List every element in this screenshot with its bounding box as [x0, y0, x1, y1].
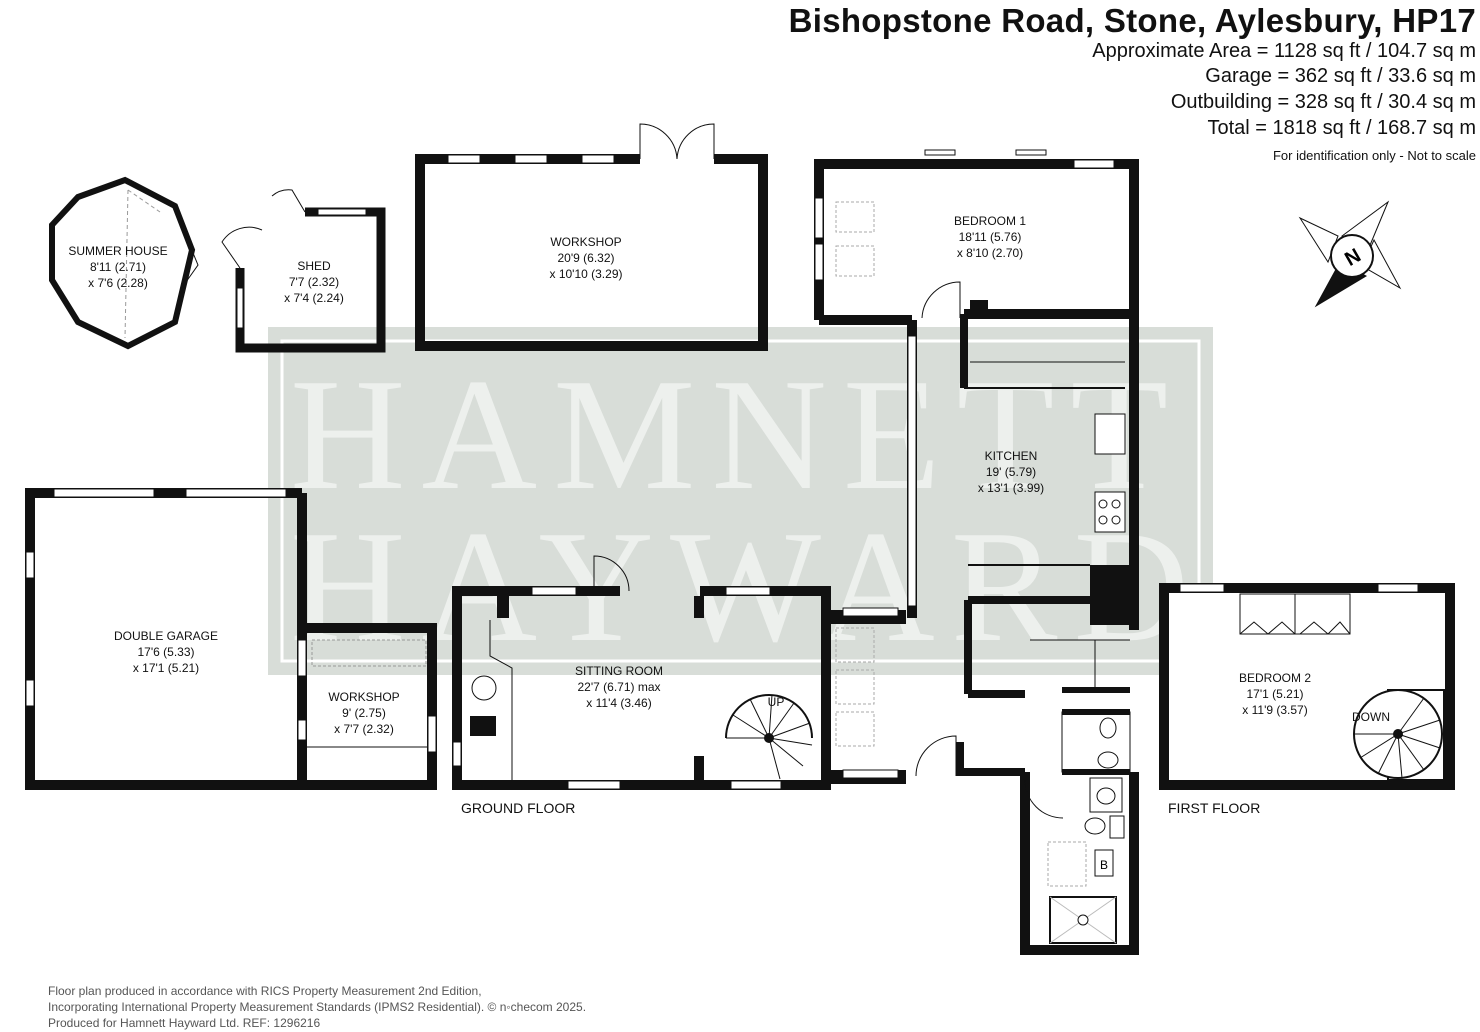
svg-text:x 11'9 (3.57): x 11'9 (3.57): [1242, 703, 1307, 717]
svg-text:22'7 (6.71) max: 22'7 (6.71) max: [578, 680, 661, 694]
svg-text:20'9 (6.32): 20'9 (6.32): [558, 251, 615, 265]
footer-line-3: Produced for Hamnett Hayward Ltd. REF: 1…: [48, 1016, 321, 1030]
svg-text:WORKSHOP: WORKSHOP: [328, 690, 399, 704]
kitchen-block: [907, 314, 1139, 775]
shed: [221, 189, 386, 353]
svg-text:BEDROOM 2: BEDROOM 2: [1239, 671, 1311, 685]
shed-label: SHED 7'7 (2.32) x 7'4 (2.24): [284, 259, 344, 305]
footer-line-2: Incorporating International Property Mea…: [48, 1000, 587, 1014]
svg-text:BEDROOM 1: BEDROOM 1: [954, 214, 1026, 228]
stair-up-label: UP: [768, 695, 785, 709]
area-outbuilding: Outbuilding = 328 sq ft / 30.4 sq m: [1170, 91, 1476, 113]
svg-text:8'11 (2.71): 8'11 (2.71): [90, 260, 146, 274]
first-floor-label: FIRST FLOOR: [1168, 800, 1260, 816]
stair-down-label: DOWN: [1352, 710, 1390, 724]
svg-text:SHED: SHED: [297, 259, 331, 273]
svg-text:x 17'1 (5.21): x 17'1 (5.21): [133, 661, 199, 675]
boiler-label: B: [1100, 858, 1108, 872]
svg-text:DOUBLE GARAGE: DOUBLE GARAGE: [114, 629, 218, 643]
area-garage: Garage = 362 sq ft / 33.6 sq m: [1205, 65, 1476, 87]
svg-text:17'1 (5.21): 17'1 (5.21): [1247, 687, 1304, 701]
double-garage: [25, 488, 307, 790]
bathroom: B: [956, 742, 1139, 955]
bedroom-1-label: BEDROOM 1 18'11 (5.76) x 8'10 (2.70): [954, 214, 1026, 260]
page-title: Bishopstone Road, Stone, Aylesbury, HP17: [788, 2, 1476, 39]
svg-text:x 13'1 (3.99): x 13'1 (3.99): [978, 481, 1044, 495]
workshop-large: [415, 123, 768, 351]
workshop-large-label: WORKSHOP 20'9 (6.32) x 10'10 (3.29): [549, 235, 622, 281]
watermark-line1: HAMNETT: [290, 345, 1184, 523]
sitting-room-label: SITTING ROOM 22'7 (6.71) max x 11'4 (3.4…: [575, 664, 663, 710]
svg-text:SUMMER HOUSE: SUMMER HOUSE: [68, 244, 167, 258]
footer-line-1: Floor plan produced in accordance with R…: [48, 984, 482, 998]
spiral-stair-first: [1353, 689, 1445, 781]
workshop-small-label: WORKSHOP 9' (2.75) x 7'7 (2.32): [328, 690, 399, 736]
bedroom-1: [814, 149, 1139, 325]
area-total: Total = 1818 sq ft / 168.7 sq m: [1207, 117, 1477, 139]
svg-text:x 11'4 (3.46): x 11'4 (3.46): [586, 696, 651, 710]
svg-text:x 7'6 (2.28): x 7'6 (2.28): [88, 276, 148, 290]
svg-text:x 8'10 (2.70): x 8'10 (2.70): [957, 246, 1023, 260]
summer-house-label: SUMMER HOUSE 8'11 (2.71) x 7'6 (2.28): [68, 244, 167, 290]
scale-note: For identification only - Not to scale: [1272, 148, 1476, 163]
svg-text:x 10'10 (3.29): x 10'10 (3.29): [549, 267, 622, 281]
bedroom-2-label: BEDROOM 2 17'1 (5.21) x 11'9 (3.57): [1239, 671, 1311, 717]
svg-text:SITTING ROOM: SITTING ROOM: [575, 664, 663, 678]
svg-text:19' (5.79): 19' (5.79): [986, 465, 1036, 479]
svg-text:KITCHEN: KITCHEN: [985, 449, 1038, 463]
svg-text:18'11 (5.76): 18'11 (5.76): [959, 230, 1022, 244]
svg-text:x 7'4 (2.24): x 7'4 (2.24): [284, 291, 344, 305]
ground-floor-label: GROUND FLOOR: [461, 800, 575, 816]
area-approximate: Approximate Area = 1128 sq ft / 104.7 sq…: [1092, 40, 1476, 62]
kitchen-label: KITCHEN 19' (5.79) x 13'1 (3.99): [978, 449, 1044, 495]
svg-text:7'7 (2.32): 7'7 (2.32): [289, 275, 339, 289]
summer-house: [49, 176, 199, 350]
svg-text:9' (2.75): 9' (2.75): [342, 706, 386, 720]
compass-icon: N: [1298, 200, 1402, 308]
double-garage-label: DOUBLE GARAGE 17'6 (5.33) x 17'1 (5.21): [114, 629, 218, 675]
svg-text:x 7'7 (2.32): x 7'7 (2.32): [334, 722, 394, 736]
svg-text:WORKSHOP: WORKSHOP: [550, 235, 621, 249]
footer: Floor plan produced in accordance with R…: [48, 983, 586, 1031]
watermark: HAMNETT HAYWARD: [268, 327, 1213, 675]
spiral-stair-ground: [725, 694, 813, 780]
sitting-room: [452, 555, 957, 790]
svg-text:17'6 (5.33): 17'6 (5.33): [138, 645, 195, 659]
workshop-small: [297, 623, 437, 790]
